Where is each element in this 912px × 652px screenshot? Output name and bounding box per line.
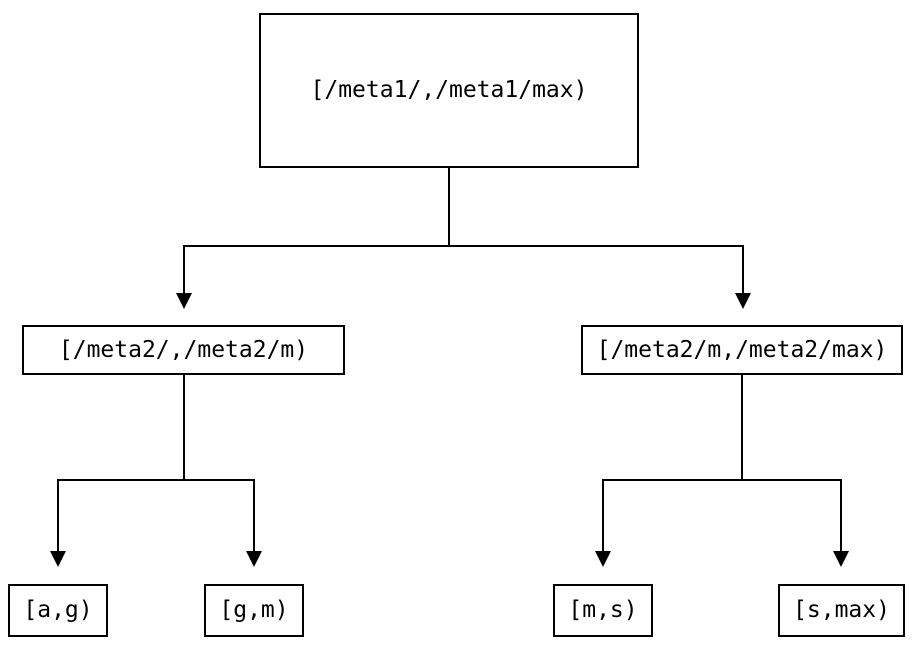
node-leaf-ms-label: [m,s) — [568, 597, 638, 623]
node-root-label: [/meta1/,/meta1/max) — [310, 77, 588, 103]
node-meta2-left: [/meta2/,/meta2/m) — [22, 325, 345, 375]
arrowhead-down-icon — [833, 551, 849, 567]
edge-right-to-ms-drop — [602, 479, 604, 553]
edge-right-to-smax-drop — [840, 479, 842, 553]
node-meta2-left-label: [/meta2/,/meta2/m) — [58, 336, 309, 363]
arrowhead-down-icon — [735, 293, 751, 309]
node-leaf-ms: [m,s) — [553, 584, 653, 637]
edge-root-stem — [448, 168, 450, 247]
edge-left-crossbar — [57, 479, 255, 481]
arrowhead-down-icon — [176, 293, 192, 309]
node-leaf-gm-label: [g,m) — [219, 597, 289, 623]
edge-right-crossbar — [602, 479, 842, 481]
node-leaf-gm: [g,m) — [204, 584, 304, 637]
edge-root-crossbar — [183, 245, 744, 247]
edge-left-stem — [183, 375, 185, 480]
node-root: [/meta1/,/meta1/max) — [259, 13, 639, 168]
arrowhead-down-icon — [246, 551, 262, 567]
arrowhead-down-icon — [595, 551, 611, 567]
node-leaf-ag: [a,g) — [8, 584, 108, 637]
edge-left-to-ag-drop — [57, 479, 59, 553]
edge-root-to-left-drop — [183, 245, 185, 295]
node-leaf-smax-label: [s,max) — [793, 597, 890, 623]
edge-root-to-right-drop — [742, 245, 744, 295]
edge-right-stem — [741, 375, 743, 480]
node-meta2-right: [/meta2/m,/meta2/max) — [581, 325, 903, 375]
arrowhead-down-icon — [50, 551, 66, 567]
node-leaf-ag-label: [a,g) — [23, 597, 93, 623]
node-leaf-smax: [s,max) — [778, 584, 905, 637]
edge-left-to-gm-drop — [253, 479, 255, 553]
node-meta2-right-label: [/meta2/m,/meta2/max) — [596, 336, 888, 363]
